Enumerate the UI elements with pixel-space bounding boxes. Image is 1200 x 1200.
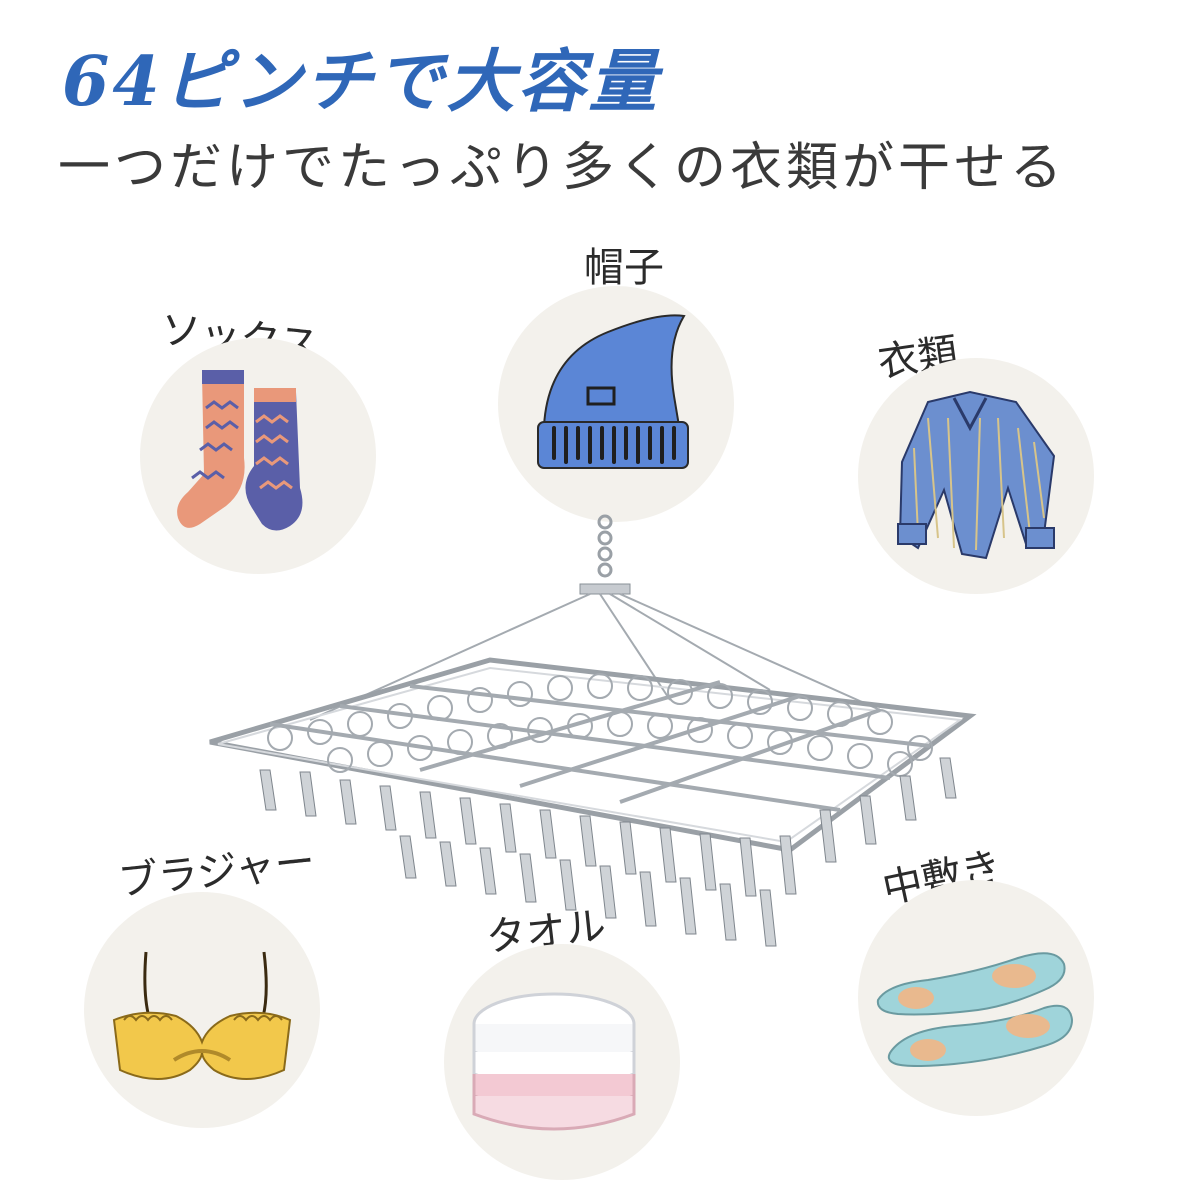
socks-circle: [140, 338, 376, 574]
headline: 64ピンチで大容量: [62, 42, 660, 122]
socks-icon: [177, 370, 303, 531]
insole-icon: [876, 952, 1074, 1067]
shirt-icon: [897, 390, 1056, 560]
bra-icon: [112, 951, 292, 1080]
insole-circle: [858, 880, 1094, 1116]
label-hat: 帽子: [584, 245, 664, 291]
subheadline: 一つだけでたっぷり多くの衣類が干せる: [58, 138, 1067, 198]
hat-circle: [498, 286, 734, 522]
clothes-circle: [858, 358, 1094, 594]
clothes-hanger-pins-icon: [209, 514, 977, 947]
bra-circle: [84, 892, 320, 1128]
knit-hat-icon: [537, 314, 689, 469]
folded-towel-icon: [472, 992, 636, 1131]
towel-circle: [444, 944, 680, 1180]
